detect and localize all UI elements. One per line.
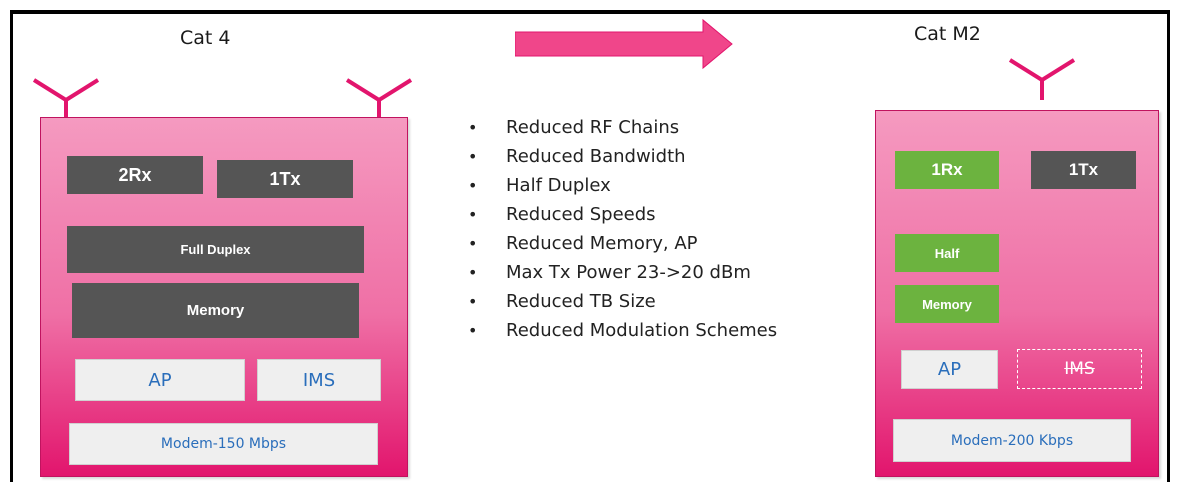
feature-item: • Reduced Speeds: [468, 200, 777, 229]
transition-arrow-icon: [515, 18, 733, 70]
feature-item: • Max Tx Power 23->20 dBm: [468, 258, 777, 287]
feature-list: • Reduced RF Chains • Reduced Bandwidth • Hal…: [468, 113, 777, 345]
feature-text: Max Tx Power 23->20 dBm: [506, 262, 751, 283]
feature-item: • Reduced RF Chains: [468, 113, 777, 142]
bullet-icon: •: [468, 234, 478, 253]
feature-text: Reduced RF Chains: [506, 117, 680, 138]
feature-item: • Half Duplex: [468, 171, 777, 200]
bullet-icon: •: [468, 321, 478, 340]
tx-block: 1Tx: [1031, 151, 1136, 189]
antenna-icon: [345, 78, 413, 120]
feature-text: Reduced TB Size: [506, 291, 656, 312]
half-duplex-block: Half: [895, 234, 999, 272]
bullet-icon: •: [468, 176, 478, 195]
ap-block: AP: [901, 350, 998, 389]
full-duplex-block: Full Duplex: [67, 226, 364, 273]
antenna-icon: [1008, 58, 1076, 100]
catm2-title: Cat M2: [914, 23, 981, 45]
bullet-icon: •: [468, 147, 478, 166]
feature-text: Half Duplex: [506, 175, 611, 196]
bullet-icon: •: [468, 118, 478, 137]
tx-block: 1Tx: [217, 160, 353, 198]
feature-text: Reduced Memory, AP: [506, 233, 698, 254]
feature-text: Reduced Bandwidth: [506, 146, 686, 167]
bullet-icon: •: [468, 292, 478, 311]
memory-block: Memory: [895, 285, 999, 323]
memory-block: Memory: [72, 283, 359, 338]
ims-block: IMS: [257, 359, 381, 401]
modem-block: Modem-200 Kbps: [893, 419, 1131, 462]
modem-block: Modem-150 Mbps: [69, 423, 378, 465]
feature-text: Reduced Speeds: [506, 204, 656, 225]
bullet-icon: •: [468, 205, 478, 224]
feature-item: • Reduced TB Size: [468, 287, 777, 316]
antenna-icon: [32, 78, 100, 120]
feature-item: • Reduced Memory, AP: [468, 229, 777, 258]
feature-item: • Reduced Modulation Schemes: [468, 316, 777, 345]
feature-text: Reduced Modulation Schemes: [506, 320, 778, 341]
bullet-icon: •: [468, 263, 478, 282]
cat4-title: Cat 4: [180, 27, 231, 49]
ims-block-removed: IMS: [1017, 349, 1142, 389]
diagram-frame: [10, 10, 1170, 482]
feature-item: • Reduced Bandwidth: [468, 142, 777, 171]
rx-block: 2Rx: [67, 156, 203, 194]
rx-block: 1Rx: [895, 151, 999, 189]
ap-block: AP: [75, 359, 245, 401]
